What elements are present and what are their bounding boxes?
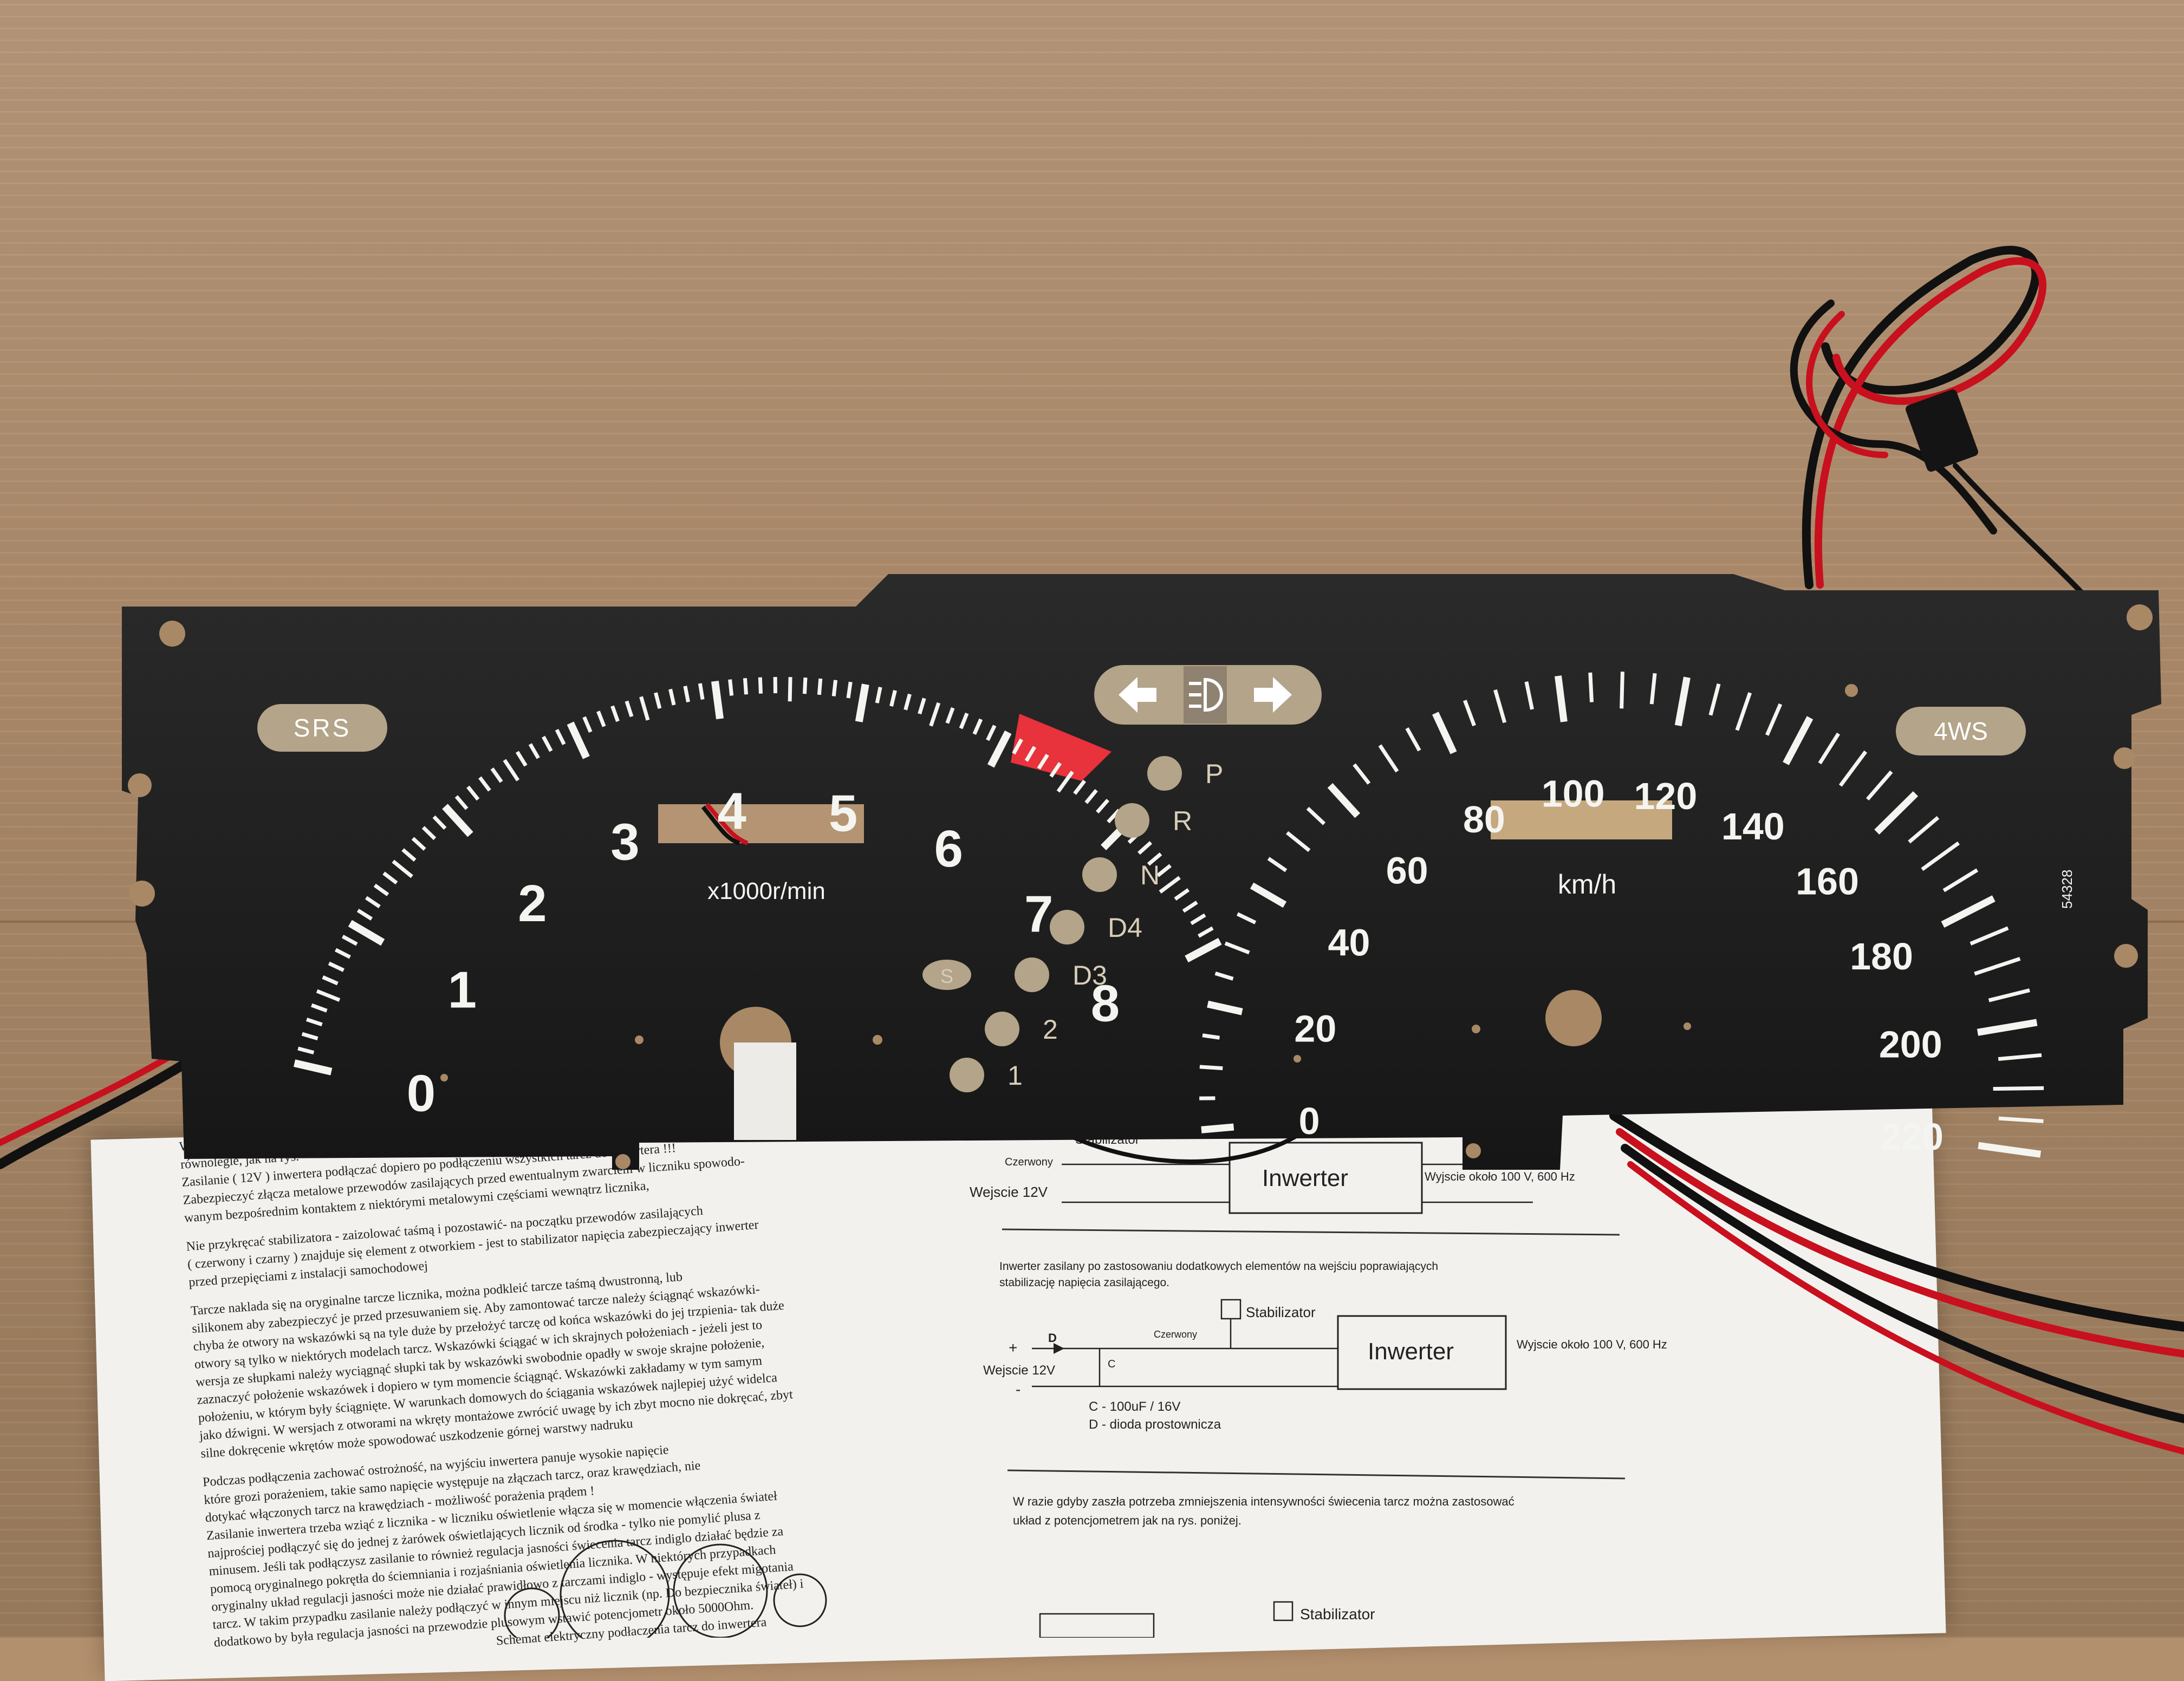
gear-label: 1 bbox=[1007, 1060, 1023, 1091]
input-label-2: Wejscie 12V bbox=[983, 1363, 1055, 1378]
gauge-number: 4 bbox=[718, 782, 746, 840]
gauge-number: 3 bbox=[610, 813, 639, 871]
minor-tick bbox=[834, 680, 835, 696]
minus-sign: - bbox=[1016, 1381, 1020, 1398]
gear-lamp bbox=[1082, 857, 1117, 892]
tach-ribbon bbox=[734, 1043, 796, 1140]
gear-label: 2 bbox=[1043, 1014, 1058, 1045]
diode-value: D - dioda prostownicza bbox=[1089, 1417, 1221, 1432]
plus-sign: + bbox=[1009, 1339, 1017, 1356]
minor-tick bbox=[1622, 672, 1623, 708]
output-label-1: Wyjscie około 100 V, 600 Hz bbox=[1425, 1170, 1575, 1183]
gauge-number: 20 bbox=[1294, 1008, 1336, 1050]
minor-tick bbox=[804, 677, 805, 694]
inverter-label-1: Inwerter bbox=[1262, 1165, 1348, 1191]
gauge-number: 140 bbox=[1721, 805, 1785, 848]
gauge-number: 40 bbox=[1328, 921, 1370, 963]
gauge-number: 2 bbox=[518, 875, 547, 933]
gear-lamp bbox=[950, 1058, 984, 1092]
minor-tick bbox=[1999, 1118, 2044, 1121]
paragraph-1-line-1: Inwerter zasilany po zastosowaniu dodatk… bbox=[999, 1260, 1438, 1273]
gear-label: N bbox=[1140, 860, 1160, 890]
gauge-number: 200 bbox=[1879, 1023, 1942, 1065]
gauge-number: 120 bbox=[1634, 775, 1697, 817]
gear-lamp bbox=[1115, 803, 1149, 838]
inverter-label-2: Inwerter bbox=[1368, 1338, 1454, 1365]
gauge-number: 5 bbox=[829, 785, 857, 843]
speed-unit-label: km/h bbox=[1558, 869, 1616, 900]
tach-unit-label: x1000r/min bbox=[707, 878, 826, 904]
gauge-number: 1 bbox=[448, 961, 477, 1019]
major-tick bbox=[1978, 1145, 2040, 1154]
major-tick bbox=[1201, 1127, 1234, 1130]
red-wire-label-1: Czerwony bbox=[1005, 1156, 1053, 1168]
gauge-number: 80 bbox=[1463, 798, 1505, 840]
output-label-2: Wyjscie około 100 V, 600 Hz bbox=[1517, 1338, 1667, 1351]
gear-lamp bbox=[1050, 910, 1084, 944]
gauge-number: 7 bbox=[1024, 885, 1053, 943]
paragraph-1-line-2: stabilizację napięcia zasilającego. bbox=[999, 1276, 1169, 1289]
capacitor-label: C bbox=[1108, 1358, 1115, 1370]
minor-tick bbox=[1993, 1088, 2044, 1089]
gear-lamp bbox=[1147, 756, 1182, 791]
gear-label: D3 bbox=[1072, 960, 1107, 991]
gear-label: R bbox=[1173, 806, 1192, 836]
stabilizer-label-2: Stabilizator bbox=[1246, 1304, 1316, 1320]
diode-label: D bbox=[1048, 1331, 1057, 1345]
input-label-1: Wejscie 12V bbox=[970, 1184, 1048, 1200]
schematic-circles bbox=[505, 1541, 826, 1638]
s-indicator-label: S bbox=[940, 965, 953, 987]
major-tick bbox=[715, 681, 720, 719]
gauge-number: 100 bbox=[1542, 773, 1605, 815]
paragraph-2-line-1: W razie gdyby zaszła potrzeba zmniejszen… bbox=[1013, 1495, 1514, 1508]
minor-tick bbox=[700, 683, 703, 700]
gear-label: D4 bbox=[1108, 913, 1142, 943]
gauge-number: 0 bbox=[407, 1065, 435, 1123]
wiring-diagrams: Inwerter Wejscie 12V Czerwony Stabilizat… bbox=[970, 1132, 1667, 1638]
minor-tick bbox=[745, 678, 746, 694]
gauge-number: 6 bbox=[934, 820, 963, 878]
srs-label: SRS bbox=[294, 714, 352, 742]
minor-tick bbox=[1202, 1035, 1219, 1038]
minor-tick bbox=[819, 679, 820, 695]
photo-scene: Wszystkie przewody wyprowadzone z poszcz… bbox=[0, 0, 2184, 1638]
minor-tick bbox=[1590, 673, 1592, 702]
red-wire-label-2: Czerwony bbox=[1154, 1329, 1197, 1340]
minor-tick bbox=[848, 682, 850, 698]
paragraph-2-line-2: układ z potencjometrem jak na rys. poniż… bbox=[1013, 1514, 1242, 1527]
gauge-number: 0 bbox=[1299, 1100, 1320, 1142]
gauge-number: 180 bbox=[1850, 935, 1913, 978]
gauge-number: 60 bbox=[1386, 849, 1428, 891]
gear-label: P bbox=[1205, 759, 1223, 789]
minor-tick bbox=[730, 680, 732, 696]
4ws-label: 4WS bbox=[1934, 717, 1988, 745]
gauge-number: 220 bbox=[1880, 1116, 1943, 1158]
gauge-cluster-scene: Inwerter Wejscie 12V Czerwony Stabilizat… bbox=[0, 0, 2184, 1638]
gear-lamp bbox=[985, 1012, 1019, 1046]
gear-lamp bbox=[1015, 957, 1049, 992]
minor-tick bbox=[1200, 1067, 1223, 1068]
capacitor-value: C - 100uF / 16V bbox=[1089, 1399, 1180, 1414]
stabilizer-label-3: Stabilizator bbox=[1300, 1606, 1375, 1623]
part-number: 54328 bbox=[2059, 870, 2075, 909]
gauge-number: 160 bbox=[1796, 861, 1859, 903]
speedo-needle-hole bbox=[1545, 990, 1602, 1046]
